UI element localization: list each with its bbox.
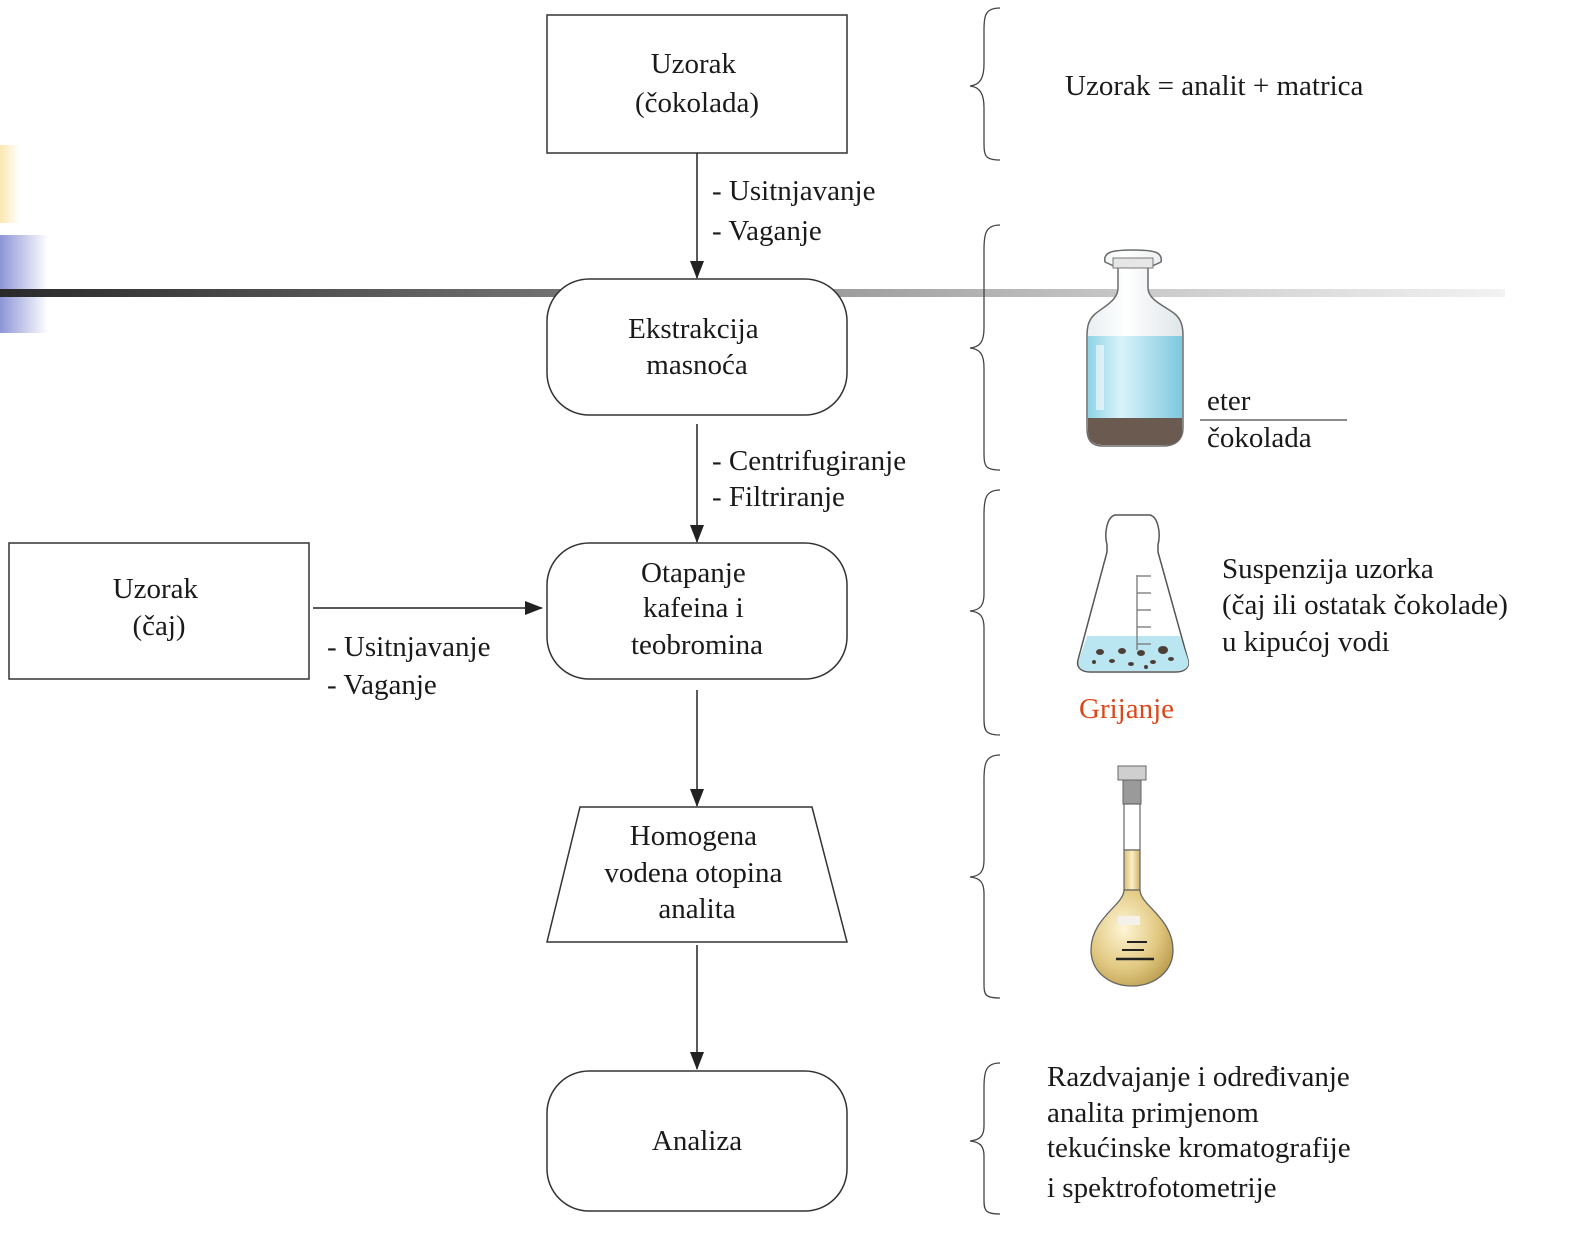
svg-text:Uzorak (čokolada): Uzorak (čokolada) [635, 48, 759, 119]
suspension-line1: Suspenzija uzorka [1222, 553, 1434, 585]
heating-label: Grijanje [1079, 693, 1174, 725]
brace-dissolution [969, 489, 1001, 736]
svg-text:- Centrifugiranje - Filtri: - Centrifugiranje - Filtriranje [712, 445, 913, 513]
decor-blue-block [0, 235, 48, 333]
svg-text:Otapanje kafeina i teo: Otapanje kafeina i teobromina [631, 557, 763, 661]
node-sample-chocolate-line1: Uzorak [651, 48, 737, 80]
svg-text:Homogena vodena otopina: Homogena vodena otopina analita [604, 820, 789, 925]
node-sample-tea-line1: Uzorak [113, 573, 199, 605]
separation-line1: Razdvajanje i određivanje [1047, 1061, 1350, 1093]
edge-step2-line1: - Centrifugiranje [712, 445, 906, 477]
node-sample-chocolate [546, 14, 848, 154]
svg-text:Uzorak (čaj): Uzorak (čaj) [113, 573, 206, 642]
edge-tea-line2: - Vaganje [327, 669, 437, 701]
volumetric-flask-icon [1090, 765, 1174, 987]
node-dissolution [546, 542, 848, 680]
chocolate-label: čokolada [1207, 422, 1312, 454]
edge-step1-line1: - Usitnjavanje [712, 175, 875, 207]
erlenmeyer-flask-icon [1076, 514, 1190, 673]
svg-text:Ekstrakcija masnoća: Ekstrakcija masnoća [628, 313, 766, 381]
sample-equation: Uzorak = analit + matrica [1065, 70, 1364, 102]
edge-step2-line2: - Filtriranje [712, 481, 845, 513]
brace-sample [969, 7, 1001, 161]
reagent-bottle-icon [1086, 249, 1184, 447]
decor-yellow-block [0, 145, 20, 223]
svg-text:Suspenzija uzorka (čaj ili: Suspenzija uzorka (čaj ili ostatak čokol… [1222, 553, 1515, 658]
node-dissolution-line2: kafeina i [643, 592, 744, 624]
svg-text:- Usitnjavanje - Vaganje: - Usitnjavanje - Vaganje [712, 175, 883, 247]
node-sample-chocolate-line2: (čokolada) [635, 87, 759, 119]
node-homogeneous-line2: vodena otopina [604, 857, 782, 889]
node-dissolution-line1: Otapanje [641, 557, 746, 589]
separation-line4: i spektrofotometrije [1047, 1172, 1277, 1204]
node-fat-extraction-line1: Ekstrakcija [628, 313, 759, 345]
node-homogeneous-solution [546, 806, 848, 943]
svg-text:Analiza: Analiza [652, 1125, 742, 1157]
edge-tea-line1: - Usitnjavanje [327, 631, 490, 663]
node-homogeneous-line3: analita [658, 893, 735, 925]
node-dissolution-line3: teobromina [631, 629, 763, 661]
node-fat-extraction-line2: masnoća [646, 349, 748, 381]
brace-analysis [969, 1062, 1001, 1215]
chocolate-sediment [1088, 418, 1182, 445]
separation-line3: tekućinske kromatografije [1047, 1132, 1351, 1164]
brace-extraction [969, 224, 1001, 471]
node-analysis-label: Analiza [652, 1125, 742, 1157]
edge-step1-line2: - Vaganje [712, 215, 822, 247]
node-analysis [546, 1070, 848, 1212]
node-fat-extraction [546, 278, 848, 416]
suspension-line3: u kipućoj vodi [1222, 626, 1390, 658]
node-sample-tea-line2: (čaj) [132, 610, 185, 642]
node-homogeneous-line1: Homogena [630, 820, 757, 852]
brace-solution [969, 754, 1001, 999]
separation-line2: analita primjenom [1047, 1097, 1259, 1129]
node-sample-tea [8, 542, 310, 680]
suspension-line2: (čaj ili ostatak čokolade) [1222, 589, 1508, 621]
svg-text:Razdvajanje i određivanje: Razdvajanje i određivanje analita primje… [1047, 1061, 1358, 1204]
svg-text:- Usitnjavanje - Vaganje: - Usitnjavanje - Vaganje [327, 631, 498, 701]
ether-label: eter [1207, 385, 1251, 417]
